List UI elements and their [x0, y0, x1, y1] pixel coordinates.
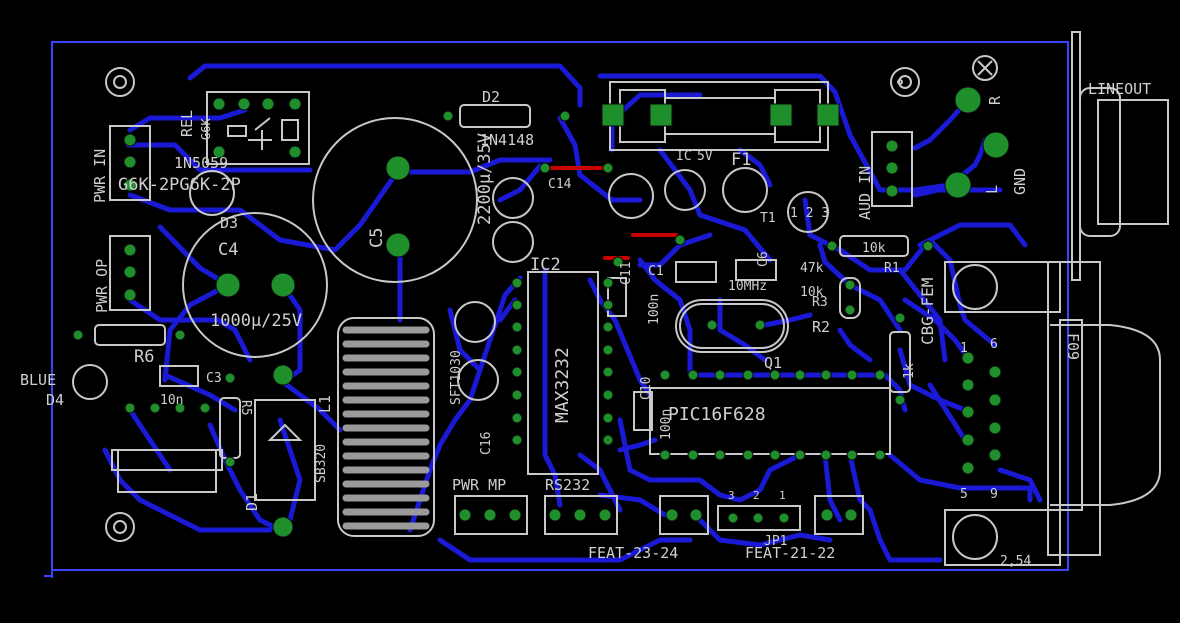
coil-windings [342, 326, 430, 530]
blue-label: BLUE [20, 371, 56, 389]
5v-label: 5V [697, 149, 713, 164]
db9-female-label: CBG-FEM [918, 278, 937, 345]
c14-label: C14 [548, 177, 572, 192]
c5-value-label: 2200µ/35V [475, 133, 495, 225]
c5-label: C5 [367, 228, 387, 248]
f1-label: F1 [731, 150, 751, 170]
db9-pin5-label: 5 [960, 487, 968, 502]
r5-label: R5 [238, 400, 253, 416]
c4-value-label: 1000µ/25V [210, 311, 302, 331]
feat-21-22-label: FEAT-21-22 [745, 544, 835, 562]
c1-label: C1 [648, 264, 664, 279]
db9-pin1-label: 1 [960, 341, 968, 356]
lineout-label: LINEOUT [1088, 80, 1151, 98]
t1-label: T1 [760, 211, 776, 226]
pwr-op-label: PWR OP [93, 259, 111, 313]
g6k2p-label: G6K-2PG6K-2P [118, 175, 241, 195]
db9-pin6-label: 6 [990, 337, 998, 352]
jp1-label: JP1 [764, 534, 787, 549]
r1-label: R1 [884, 261, 900, 276]
diode-1n4148-label: 1N4148 [480, 131, 534, 149]
db9-pin9-label: 9 [990, 487, 998, 502]
r-label: R [986, 95, 1004, 105]
t1-pins-label: 1 2 3 [790, 206, 829, 221]
jp1-pin1-label: 1 [779, 489, 786, 502]
crystal-10mhz-label: 10MHz [728, 279, 767, 294]
board-outline [44, 41, 1069, 578]
feat-23-24-label: FEAT-23-24 [588, 544, 678, 562]
jp1-pin3-label: 3 [728, 489, 735, 502]
c16-label: C16 [479, 432, 494, 455]
rs232-label: RS232 [545, 476, 590, 494]
gnd-label: GND [1011, 168, 1029, 195]
sft1030-label: SFT1030 [449, 350, 464, 405]
d3-label: D3 [220, 214, 238, 232]
c10-value-label: 100n [659, 409, 674, 440]
c11-label: C11 [619, 262, 634, 285]
r-47k-label: 47k [800, 261, 824, 276]
c11-value-label: 100n [647, 294, 662, 325]
r-10k-label-a: 10k [862, 241, 886, 256]
l1-label: L1 [316, 395, 334, 413]
r3-label: R3 [812, 295, 828, 310]
pwr-in-label: PWR IN [91, 149, 109, 203]
q1-label: Q1 [764, 354, 782, 372]
sb320-label: SB320 [314, 444, 329, 483]
d4-label: D4 [46, 391, 64, 409]
aud-in-label: AUD IN [856, 166, 874, 220]
pitch-label: 2,54 [1000, 554, 1031, 569]
c3-label: C3 [206, 371, 222, 386]
diode-1n5059-label: 1N5059 [174, 154, 228, 172]
ic2-label: IC2 [530, 255, 561, 275]
labels: LINEOUT R GND L AUD IN PWR IN PWR OP REL… [20, 80, 1151, 569]
pads [72, 86, 1010, 538]
d1-label: D1 [243, 493, 261, 511]
pwr-mp-label: PWR MP [452, 476, 506, 494]
rel-label: REL [178, 110, 196, 137]
r6-label: R6 [134, 347, 154, 367]
c3-value-label: 10n [160, 393, 183, 408]
ic-label: IC [676, 149, 692, 164]
jp1-pin2-label: 2 [753, 489, 760, 502]
l-label: L [983, 185, 1001, 194]
r-1k-label: 1k [902, 363, 917, 379]
f09-label: F09 [1064, 333, 1082, 360]
c10-label: C10 [639, 377, 654, 400]
r2-label: R2 [812, 318, 830, 336]
r-10k-label-b: 10k [800, 285, 824, 300]
c6-label: C6 [756, 251, 771, 267]
pic16f628-label: PIC16F628 [668, 404, 766, 425]
max3232-label: MAX3232 [552, 347, 573, 423]
c4-label: C4 [218, 240, 238, 260]
d2-label: D2 [482, 88, 500, 106]
g6k-label: G6K [199, 118, 213, 140]
